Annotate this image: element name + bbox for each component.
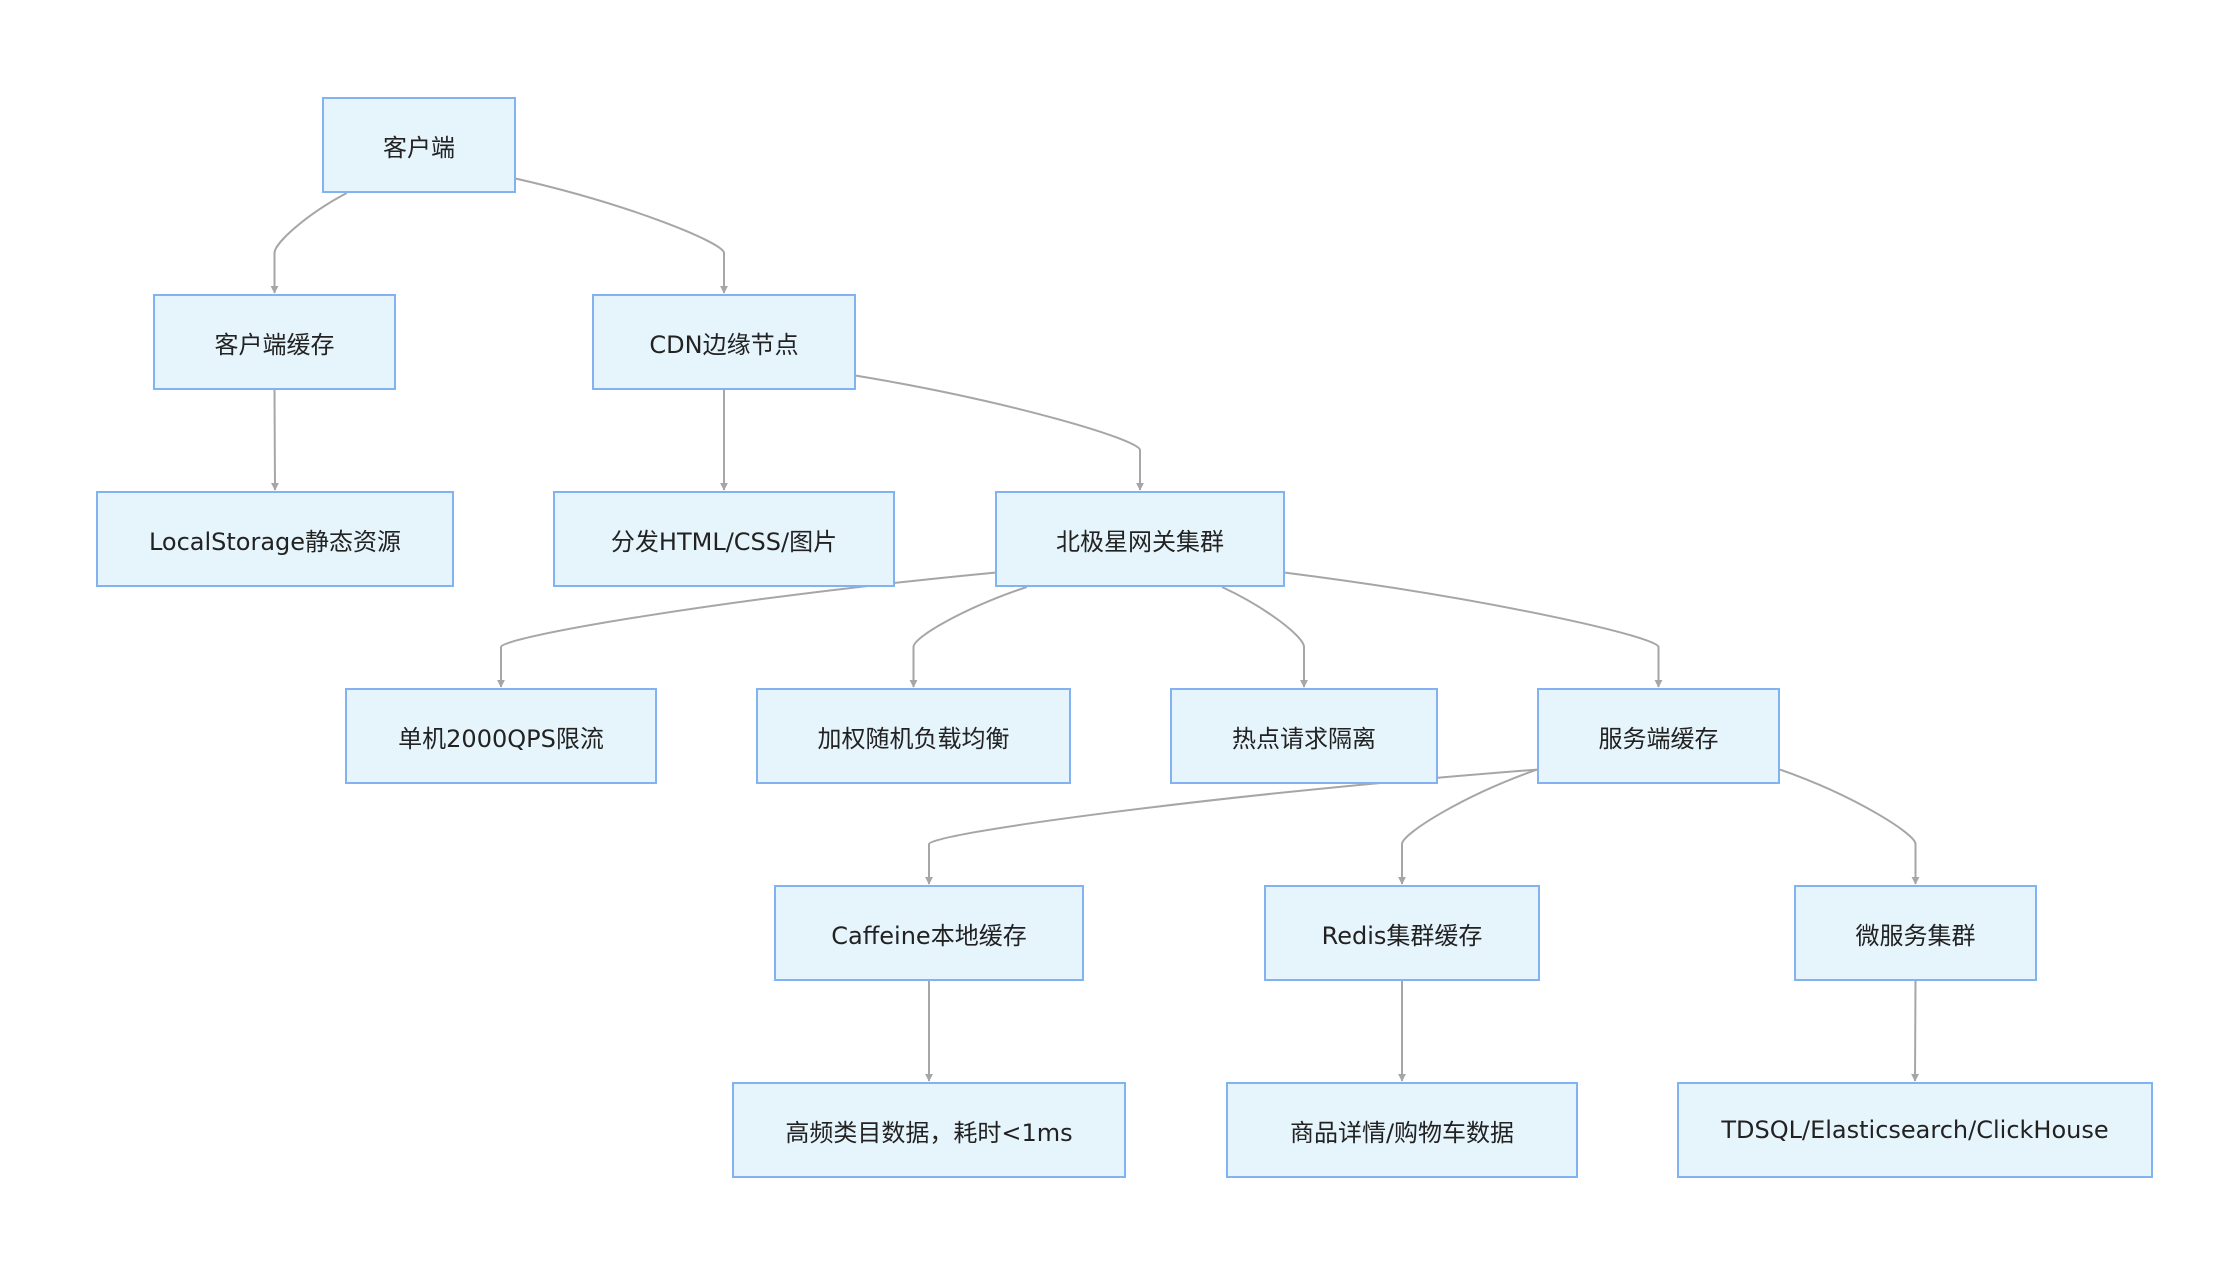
edge-gateway-to-hotspot bbox=[1221, 586, 1308, 688]
node-client-label: 客户端 bbox=[383, 133, 455, 162]
node-cdn-dispatch: 分发HTML/CSS/图片 bbox=[553, 491, 895, 587]
node-load-balance-label: 加权随机负载均衡 bbox=[817, 724, 1010, 753]
node-redis-detail: 商品详情/购物车数据 bbox=[1226, 1082, 1578, 1178]
node-rate-limit: 单机2000QPS限流 bbox=[345, 688, 657, 784]
node-hotspot-label: 热点请求隔离 bbox=[1232, 724, 1376, 753]
node-server-cache-label: 服务端缓存 bbox=[1598, 724, 1719, 753]
edge-microservices-to-db_detail bbox=[1911, 980, 1920, 1082]
edge-gateway-to-load_balance bbox=[909, 586, 1028, 688]
node-redis-label: Redis集群缓存 bbox=[1321, 921, 1483, 950]
node-load-balance: 加权随机负载均衡 bbox=[756, 688, 1071, 784]
node-gateway-label: 北极星网关集群 bbox=[1056, 527, 1224, 556]
node-local-storage: LocalStorage静态资源 bbox=[96, 491, 454, 587]
node-caffeine-detail: 高频类目数据，耗时<1ms bbox=[732, 1082, 1126, 1178]
node-gateway: 北极星网关集群 bbox=[995, 491, 1285, 587]
edge-server_cache-to-redis bbox=[1398, 768, 1538, 885]
edge-cdn-to-gateway bbox=[855, 374, 1144, 491]
node-hotspot: 热点请求隔离 bbox=[1170, 688, 1438, 784]
node-local-storage-label: LocalStorage静态资源 bbox=[148, 527, 402, 556]
node-caffeine-label: Caffeine本地缓存 bbox=[831, 921, 1027, 950]
node-db-detail: TDSQL/Elasticsearch/ClickHouse bbox=[1677, 1082, 2153, 1178]
edge-server_cache-to-caffeine bbox=[925, 768, 1538, 885]
node-cdn: CDN边缘节点 bbox=[592, 294, 856, 390]
node-caffeine-detail-label: 高频类目数据，耗时<1ms bbox=[785, 1118, 1073, 1147]
edge-gateway-to-rate_limit bbox=[497, 571, 996, 688]
node-microservices-label: 微服务集群 bbox=[1855, 921, 1976, 950]
node-cdn-dispatch-label: 分发HTML/CSS/图片 bbox=[610, 527, 838, 556]
node-redis: Redis集群缓存 bbox=[1264, 885, 1540, 981]
node-cdn-label: CDN边缘节点 bbox=[649, 330, 799, 359]
node-microservices: 微服务集群 bbox=[1794, 885, 2037, 981]
node-client: 客户端 bbox=[322, 97, 516, 193]
node-redis-detail-label: 商品详情/购物车数据 bbox=[1289, 1118, 1515, 1147]
node-server-cache: 服务端缓存 bbox=[1537, 688, 1780, 784]
node-db-detail-label: TDSQL/Elasticsearch/ClickHouse bbox=[1721, 1116, 2109, 1144]
edge-server_cache-to-microservices bbox=[1779, 768, 1920, 885]
edge-client-to-client_cache bbox=[270, 192, 348, 294]
edge-client_cache-to-local_storage bbox=[270, 389, 279, 491]
edge-client-to-cdn bbox=[515, 177, 728, 294]
node-rate-limit-label: 单机2000QPS限流 bbox=[398, 724, 604, 753]
edge-gateway-to-server_cache bbox=[1284, 571, 1663, 688]
node-client-cache-label: 客户端缓存 bbox=[214, 330, 335, 359]
node-caffeine: Caffeine本地缓存 bbox=[774, 885, 1084, 981]
node-client-cache: 客户端缓存 bbox=[153, 294, 396, 390]
